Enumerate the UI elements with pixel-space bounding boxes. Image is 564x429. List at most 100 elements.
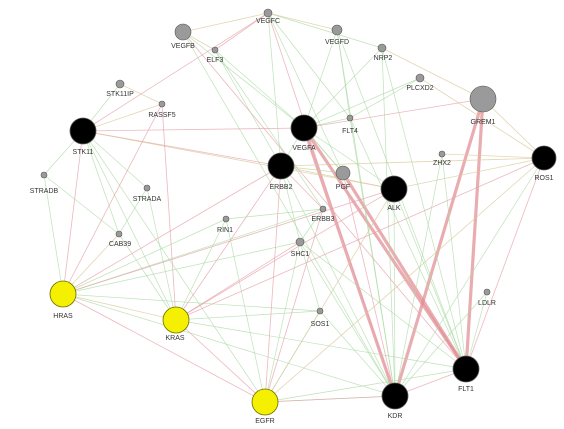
edge-erbb3-hras — [62, 208, 324, 295]
node-label-rassf5: RASSF5 — [148, 112, 175, 119]
node-kdr[interactable]: KDR — [381, 382, 409, 420]
node-circle-egfr[interactable] — [251, 388, 279, 416]
node-stradb[interactable]: STRADB — [30, 171, 59, 195]
node-circle-erbb3[interactable] — [319, 205, 327, 213]
edge-pgf-kdr — [342, 172, 396, 397]
node-flt1[interactable]: FLT1 — [452, 355, 480, 393]
edge-egfr-ros1 — [264, 157, 545, 403]
node-label-shc1: SHC1 — [291, 251, 310, 258]
node-label-kras: KRAS — [165, 335, 184, 342]
node-circle-rassf5[interactable] — [158, 100, 166, 108]
node-circle-kras[interactable] — [162, 306, 190, 334]
edge-erbb2-kras — [175, 165, 282, 321]
edge-stk11-cab39 — [82, 130, 120, 235]
edge-grem1-vegfa — [303, 98, 484, 129]
edge-rin1-erbb3 — [225, 208, 324, 220]
node-stk11[interactable]: STK11 — [69, 117, 97, 156]
node-flt4[interactable]: FLT4 — [342, 114, 358, 135]
node-circle-flt1[interactable] — [452, 355, 480, 383]
node-circle-nrp2[interactable] — [377, 43, 387, 53]
edge-stk11-hras — [62, 130, 84, 295]
node-vegfa[interactable]: VEGFA — [290, 114, 318, 152]
node-circle-alk[interactable] — [380, 175, 408, 203]
edge-stradb-cab39 — [43, 174, 120, 235]
node-shc1[interactable]: SHC1 — [291, 237, 310, 258]
node-egfr[interactable]: EGFR — [251, 388, 279, 425]
node-label-sos1: SOS1 — [311, 321, 330, 328]
edge-layer — [43, 12, 545, 403]
node-circle-stk11[interactable] — [69, 117, 97, 145]
edge-plcxd2-flt4 — [349, 77, 421, 119]
node-circle-sos1[interactable] — [316, 307, 324, 315]
node-strada[interactable]: STRADA — [133, 184, 162, 203]
node-stk11ip[interactable]: STK11IP — [106, 79, 134, 98]
node-rin1[interactable]: RIN1 — [217, 215, 233, 234]
node-kras[interactable]: KRAS — [162, 306, 190, 342]
node-circle-vegfa[interactable] — [290, 114, 318, 142]
edge-grem1-flt1 — [464, 98, 485, 370]
edge-kdr-hras — [62, 293, 396, 397]
node-circle-hras[interactable] — [49, 280, 77, 308]
node-nrp2[interactable]: NRP2 — [374, 43, 393, 62]
node-erbb3[interactable]: ERBB3 — [312, 205, 335, 223]
edge-kras-sos1 — [175, 310, 321, 321]
edge-erbb3-shc1 — [299, 208, 324, 243]
node-label-elf3: ELF3 — [207, 57, 224, 64]
node-ros1[interactable]: ROS1 — [531, 145, 557, 182]
node-circle-stk11ip[interactable] — [115, 79, 125, 89]
edge-egfr-shc1 — [264, 241, 301, 403]
node-plcxd2[interactable]: PLCXD2 — [406, 73, 434, 92]
node-label-zhx2: ZHX2 — [433, 160, 451, 167]
node-circle-cab39[interactable] — [115, 230, 123, 238]
edge-vegfc-kdr — [267, 12, 396, 397]
node-circle-plcxd2[interactable] — [415, 73, 425, 83]
node-label-strada: STRADA — [133, 196, 162, 203]
edge-strada-kras — [146, 187, 177, 321]
node-zhx2[interactable]: ZHX2 — [433, 150, 451, 167]
node-circle-vegfb[interactable] — [174, 23, 192, 41]
node-label-vegfc: VEGFC — [256, 18, 280, 25]
node-circle-elf3[interactable] — [211, 46, 219, 54]
node-circle-ros1[interactable] — [531, 145, 557, 171]
node-circle-grem1[interactable] — [469, 85, 497, 113]
edge-nrp2-kdr — [381, 47, 396, 397]
edge-stk11-strada — [82, 130, 148, 189]
node-circle-flt4[interactable] — [346, 114, 354, 122]
node-circle-ldlr[interactable] — [483, 288, 491, 296]
node-alk[interactable]: ALK — [380, 175, 408, 212]
edge-elf3-erbb2 — [214, 49, 282, 167]
node-circle-vegfc[interactable] — [263, 8, 273, 18]
node-label-vegfa: VEGFA — [292, 145, 316, 152]
node-label-egfr: EGFR — [255, 418, 274, 425]
node-pgf[interactable]: PGF — [335, 165, 351, 191]
node-label-alk: ALK — [387, 205, 401, 212]
node-circle-stradb[interactable] — [40, 171, 48, 179]
edge-stk11-vegfc — [82, 12, 269, 132]
node-vegfc[interactable]: VEGFC — [256, 8, 280, 25]
node-cab39[interactable]: CAB39 — [109, 230, 131, 248]
edge-kras-shc1 — [175, 241, 301, 321]
node-vegfb[interactable]: VEGFB — [171, 23, 195, 50]
node-circle-strada[interactable] — [143, 184, 151, 192]
node-grem1[interactable]: GREM1 — [469, 85, 497, 126]
edge-kras-ros1 — [175, 157, 545, 321]
node-erbb2[interactable]: ERBB2 — [267, 152, 295, 191]
node-circle-kdr[interactable] — [381, 382, 409, 410]
edge-flt4-flt1 — [349, 117, 467, 370]
node-vegfd[interactable]: VEGFD — [325, 24, 349, 46]
node-rassf5[interactable]: RASSF5 — [148, 100, 176, 119]
node-circle-zhx2[interactable] — [438, 150, 446, 158]
node-circle-shc1[interactable] — [295, 237, 305, 247]
node-ldlr[interactable]: LDLR — [478, 288, 496, 307]
edge-stk11-egfr — [82, 130, 266, 403]
node-circle-rin1[interactable] — [222, 215, 230, 223]
edge-ros1-grem1 — [482, 98, 545, 159]
node-circle-vegfd[interactable] — [331, 24, 343, 36]
edge-erbb2-hras — [62, 165, 282, 295]
node-circle-pgf[interactable] — [335, 165, 351, 181]
node-sos1[interactable]: SOS1 — [311, 307, 330, 328]
node-circle-erbb2[interactable] — [267, 152, 295, 180]
node-label-grem1: GREM1 — [471, 119, 496, 126]
node-hras[interactable]: HRAS — [49, 280, 77, 320]
node-elf3[interactable]: ELF3 — [207, 46, 224, 64]
